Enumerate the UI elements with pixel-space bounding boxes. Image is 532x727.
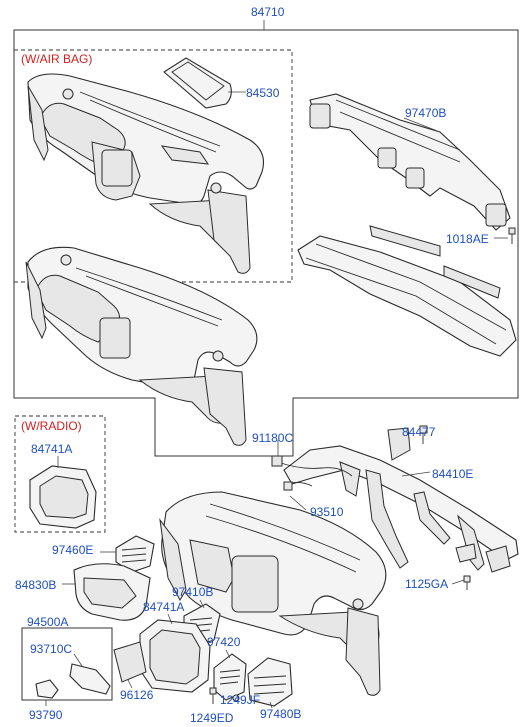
- callout-84410e: 84410E: [432, 467, 473, 481]
- switch-box-94500a: [21, 627, 113, 701]
- radio-bezel-84741a-top: [29, 465, 97, 529]
- leader-84741a: [167, 613, 173, 625]
- callout-97420: 97420: [207, 635, 241, 649]
- radio-variant-note: (W/RADIO): [21, 419, 82, 433]
- callout-84741a-top: 84741A: [31, 442, 72, 456]
- callout-93710c: 93710C: [30, 642, 72, 656]
- leader-97410b: [199, 599, 205, 609]
- crash-pad-lower-assembly: [159, 491, 387, 696]
- leader-96126: [127, 679, 133, 689]
- assembly-84710-frame: [13, 29, 519, 457]
- wiring-91180c: [271, 455, 353, 491]
- callout-84477: 84477: [402, 425, 436, 439]
- callout-84530: 84530: [246, 86, 280, 100]
- callout-97470b: 97470B: [405, 106, 446, 120]
- leader-97480b: [269, 701, 273, 709]
- leader-93510: [289, 495, 307, 511]
- cluster-fascia-84830b: [73, 563, 151, 621]
- radio-bezel-84741a: [139, 619, 211, 693]
- vent-97460e: [115, 535, 155, 573]
- callout-84830b: 84830B: [15, 578, 56, 592]
- callout-91180c: 91180C: [252, 431, 293, 445]
- callout-84710: 84710: [251, 5, 285, 19]
- radio-variant-box: [14, 415, 106, 533]
- callout-84741a: 84741A: [143, 600, 184, 614]
- leader-1125ga: [451, 579, 465, 585]
- airbag-variant-note: (W/AIR BAG): [21, 52, 92, 66]
- cowl-cross-bar-84410e: [283, 427, 519, 573]
- bolt-1018ae: [508, 227, 516, 244]
- screw-1249jf: [232, 694, 240, 702]
- crash-pad-standard: [25, 246, 258, 446]
- callout-1125ga: 1125GA: [405, 577, 448, 591]
- screw-1249ed: [209, 687, 217, 704]
- leader-97470b: [403, 117, 441, 133]
- callout-97480b: 97480B: [260, 707, 301, 721]
- garnish-96126: [113, 641, 147, 683]
- callout-96126: 96126: [120, 688, 154, 702]
- leader-84410e: [401, 471, 431, 477]
- leader-97420: [225, 649, 231, 659]
- switch-93790: [35, 679, 59, 699]
- bolt-84477: [419, 425, 428, 444]
- defroster-duct: [297, 225, 517, 357]
- callout-1249jf: 1249JF: [220, 693, 260, 707]
- callout-93790: 93790: [29, 708, 63, 722]
- callout-97460e: 97460E: [52, 543, 93, 557]
- callout-94500a: 94500A: [27, 615, 68, 629]
- air-duct-97470b: [309, 93, 511, 231]
- switch-93710c: [69, 663, 111, 695]
- vent-97480b: [247, 657, 293, 707]
- airbag-door-84530: [163, 57, 232, 109]
- callout-93510: 93510: [310, 505, 344, 519]
- callout-1018ae: 1018AE: [446, 232, 489, 246]
- crash-pad-airbag-variant: [27, 73, 265, 274]
- leader-93710c: [73, 653, 83, 667]
- bolt-1125ga: [463, 575, 471, 590]
- airbag-variant-box: [13, 49, 293, 283]
- callout-97410b: 97410B: [172, 585, 213, 599]
- callout-1249ed: 1249ED: [190, 711, 234, 725]
